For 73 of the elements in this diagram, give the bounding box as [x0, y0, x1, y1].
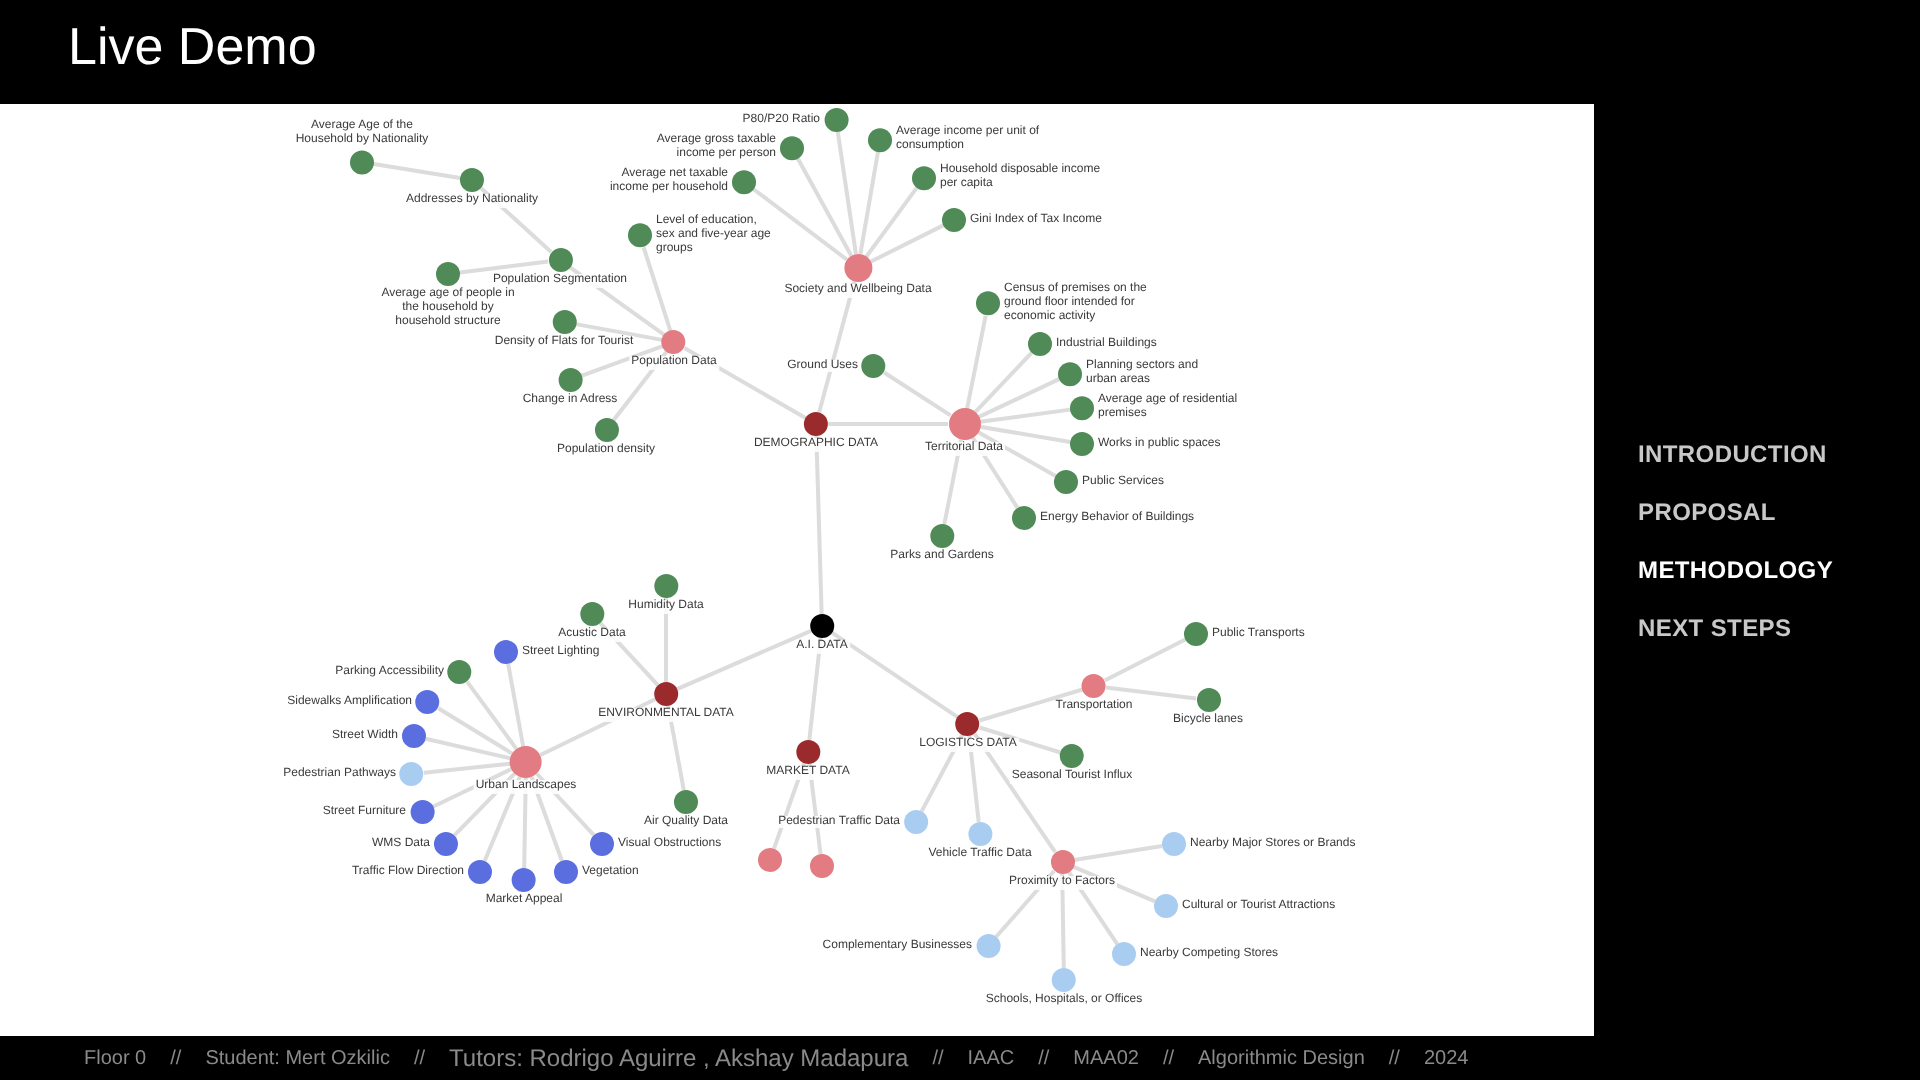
connector-line — [575, 322, 663, 342]
footer-text: Student: Mert Ozkilic — [205, 1047, 390, 1069]
footer-text: // — [1038, 1047, 1050, 1069]
connector-line — [814, 435, 824, 615]
connector-line — [830, 631, 960, 719]
connector-line — [683, 346, 807, 420]
connector-line — [978, 687, 1084, 723]
footer-text: 2024 — [1423, 1047, 1469, 1069]
connector-line — [796, 157, 853, 257]
connector-line — [611, 350, 669, 422]
connector-line — [598, 621, 660, 687]
connector-line — [664, 598, 668, 682]
nav-item: METHODOLOGY — [1638, 556, 1834, 584]
connector-line — [423, 761, 511, 775]
connector-line — [864, 186, 919, 258]
connector-line — [1060, 873, 1066, 969]
connector-line — [858, 151, 880, 255]
connector-line — [535, 772, 596, 837]
footer-text: Tutors: Rodrigo Aguirre , Akshay Madapura — [449, 1044, 909, 1072]
connector-line — [641, 246, 673, 332]
footer-text: Algorithmic Design — [1198, 1047, 1365, 1069]
connector-line — [828, 422, 948, 426]
footer-text: // — [932, 1047, 944, 1069]
slide-title: Live Demo — [68, 16, 317, 78]
connector-line — [568, 265, 666, 337]
connector-line — [1105, 685, 1197, 701]
connector-line — [506, 663, 526, 747]
connector-line — [437, 706, 514, 756]
connector-line — [973, 351, 1034, 414]
connector-line — [1067, 870, 1119, 946]
connector-line — [1073, 843, 1163, 863]
connector-line — [1103, 637, 1187, 683]
connector-line — [979, 407, 1071, 424]
connector-line — [752, 187, 849, 262]
connector-line — [979, 424, 1071, 444]
connector-line — [807, 637, 823, 741]
connector-line — [580, 344, 664, 378]
nav-item: NEXT STEPS — [1638, 614, 1794, 642]
footer-text: IAAC — [967, 1047, 1015, 1069]
connector-line — [835, 131, 858, 255]
nav-item: INTRODUCTION — [1638, 440, 1829, 468]
connector-line — [676, 628, 812, 692]
footer-text: Floor 0 — [84, 1047, 147, 1069]
connector-line — [529, 776, 564, 862]
connector-line — [425, 736, 511, 761]
connector-line — [459, 259, 549, 275]
connector-line — [976, 430, 1057, 478]
footer-text: // — [413, 1047, 426, 1069]
connector-line — [994, 869, 1056, 939]
connector-line — [482, 776, 522, 862]
connector-line — [452, 772, 517, 837]
connector-line — [869, 223, 945, 264]
connector-line — [977, 377, 1060, 419]
connector-line — [817, 281, 857, 413]
footer-text: // — [170, 1047, 182, 1069]
connector-line — [666, 705, 686, 791]
connector-line — [942, 439, 963, 525]
connector-line — [970, 436, 1020, 509]
connector-line — [967, 735, 981, 823]
footer-text: // — [1162, 1047, 1175, 1069]
nav-item: PROPOSAL — [1638, 498, 1778, 526]
footer-text: // — [1388, 1047, 1400, 1069]
footer-text: MAA02 — [1073, 1047, 1139, 1069]
connector-line — [431, 767, 513, 809]
connector-line — [373, 161, 461, 181]
connector-line — [978, 725, 1062, 755]
connector-line — [522, 777, 528, 869]
connector-line — [919, 733, 965, 813]
connector-line — [883, 370, 952, 417]
connector-line — [465, 680, 519, 751]
connector-line — [965, 315, 988, 409]
connector-line — [479, 186, 553, 254]
connector-line — [973, 732, 1057, 854]
